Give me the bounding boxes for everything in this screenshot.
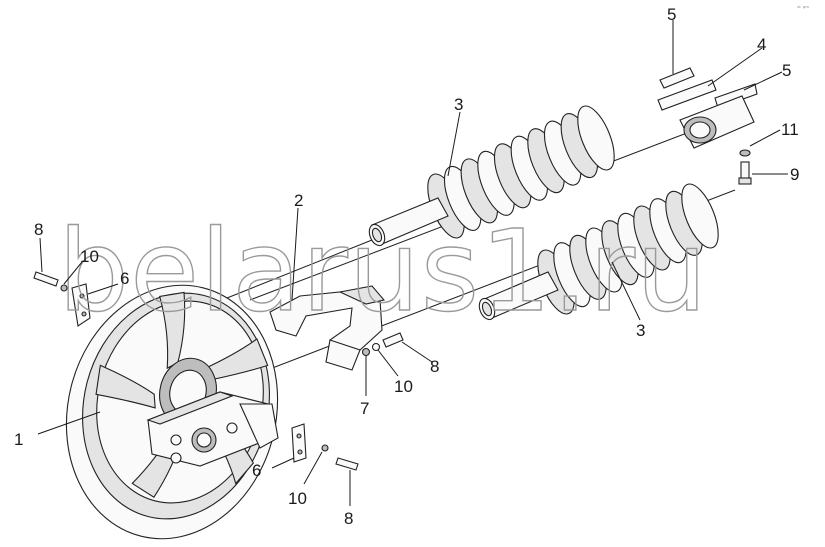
callout-5-top: 5 — [667, 5, 676, 24]
callout-6-left: 6 — [120, 269, 129, 288]
callout-8-bottom: 8 — [344, 509, 353, 528]
yoke — [269, 285, 386, 371]
callout-10-center: 10 — [394, 377, 413, 396]
callout-9: 9 — [790, 165, 799, 184]
callout-2: 2 — [294, 191, 303, 210]
clamp-plate-left — [71, 283, 91, 327]
callout-5-right: 5 — [782, 61, 791, 80]
corner-mark: ˢᵗ ᵍᵐ — [797, 5, 809, 12]
callout-10-bottom: 10 — [288, 489, 307, 508]
callout-7: 7 — [360, 399, 369, 418]
clamp-plate-right — [291, 423, 307, 463]
spring-upper — [368, 105, 615, 247]
callout-8-left: 8 — [34, 220, 43, 239]
callout-6-bottom: 6 — [252, 461, 261, 480]
callout-1: 1 — [14, 430, 23, 449]
wheel-spoke — [95, 364, 156, 409]
wheel-spoke — [159, 291, 186, 370]
bolt-9 — [738, 149, 752, 185]
callout-11: 11 — [781, 120, 799, 139]
clamp-bracket — [657, 67, 758, 149]
spring-coil — [681, 183, 719, 249]
fasteners-center — [361, 332, 404, 357]
callout-4: 4 — [757, 35, 766, 54]
callout-8-center: 8 — [430, 357, 439, 376]
callout-3-lower: 3 — [636, 321, 645, 340]
callouts: 5 4 5 11 9 3 3 2 1 8 10 6 8 10 7 6 10 8 — [14, 5, 799, 528]
hub-block — [146, 391, 279, 467]
callout-10-left: 10 — [80, 247, 99, 266]
wheel-spoke — [201, 338, 269, 381]
spring-coil — [577, 105, 615, 171]
callout-3-upper: 3 — [454, 95, 463, 114]
watermark: belarus1.ru — [58, 207, 708, 337]
bolt-left — [33, 271, 68, 292]
spring-lower — [478, 183, 719, 321]
bolt-right — [321, 444, 359, 471]
